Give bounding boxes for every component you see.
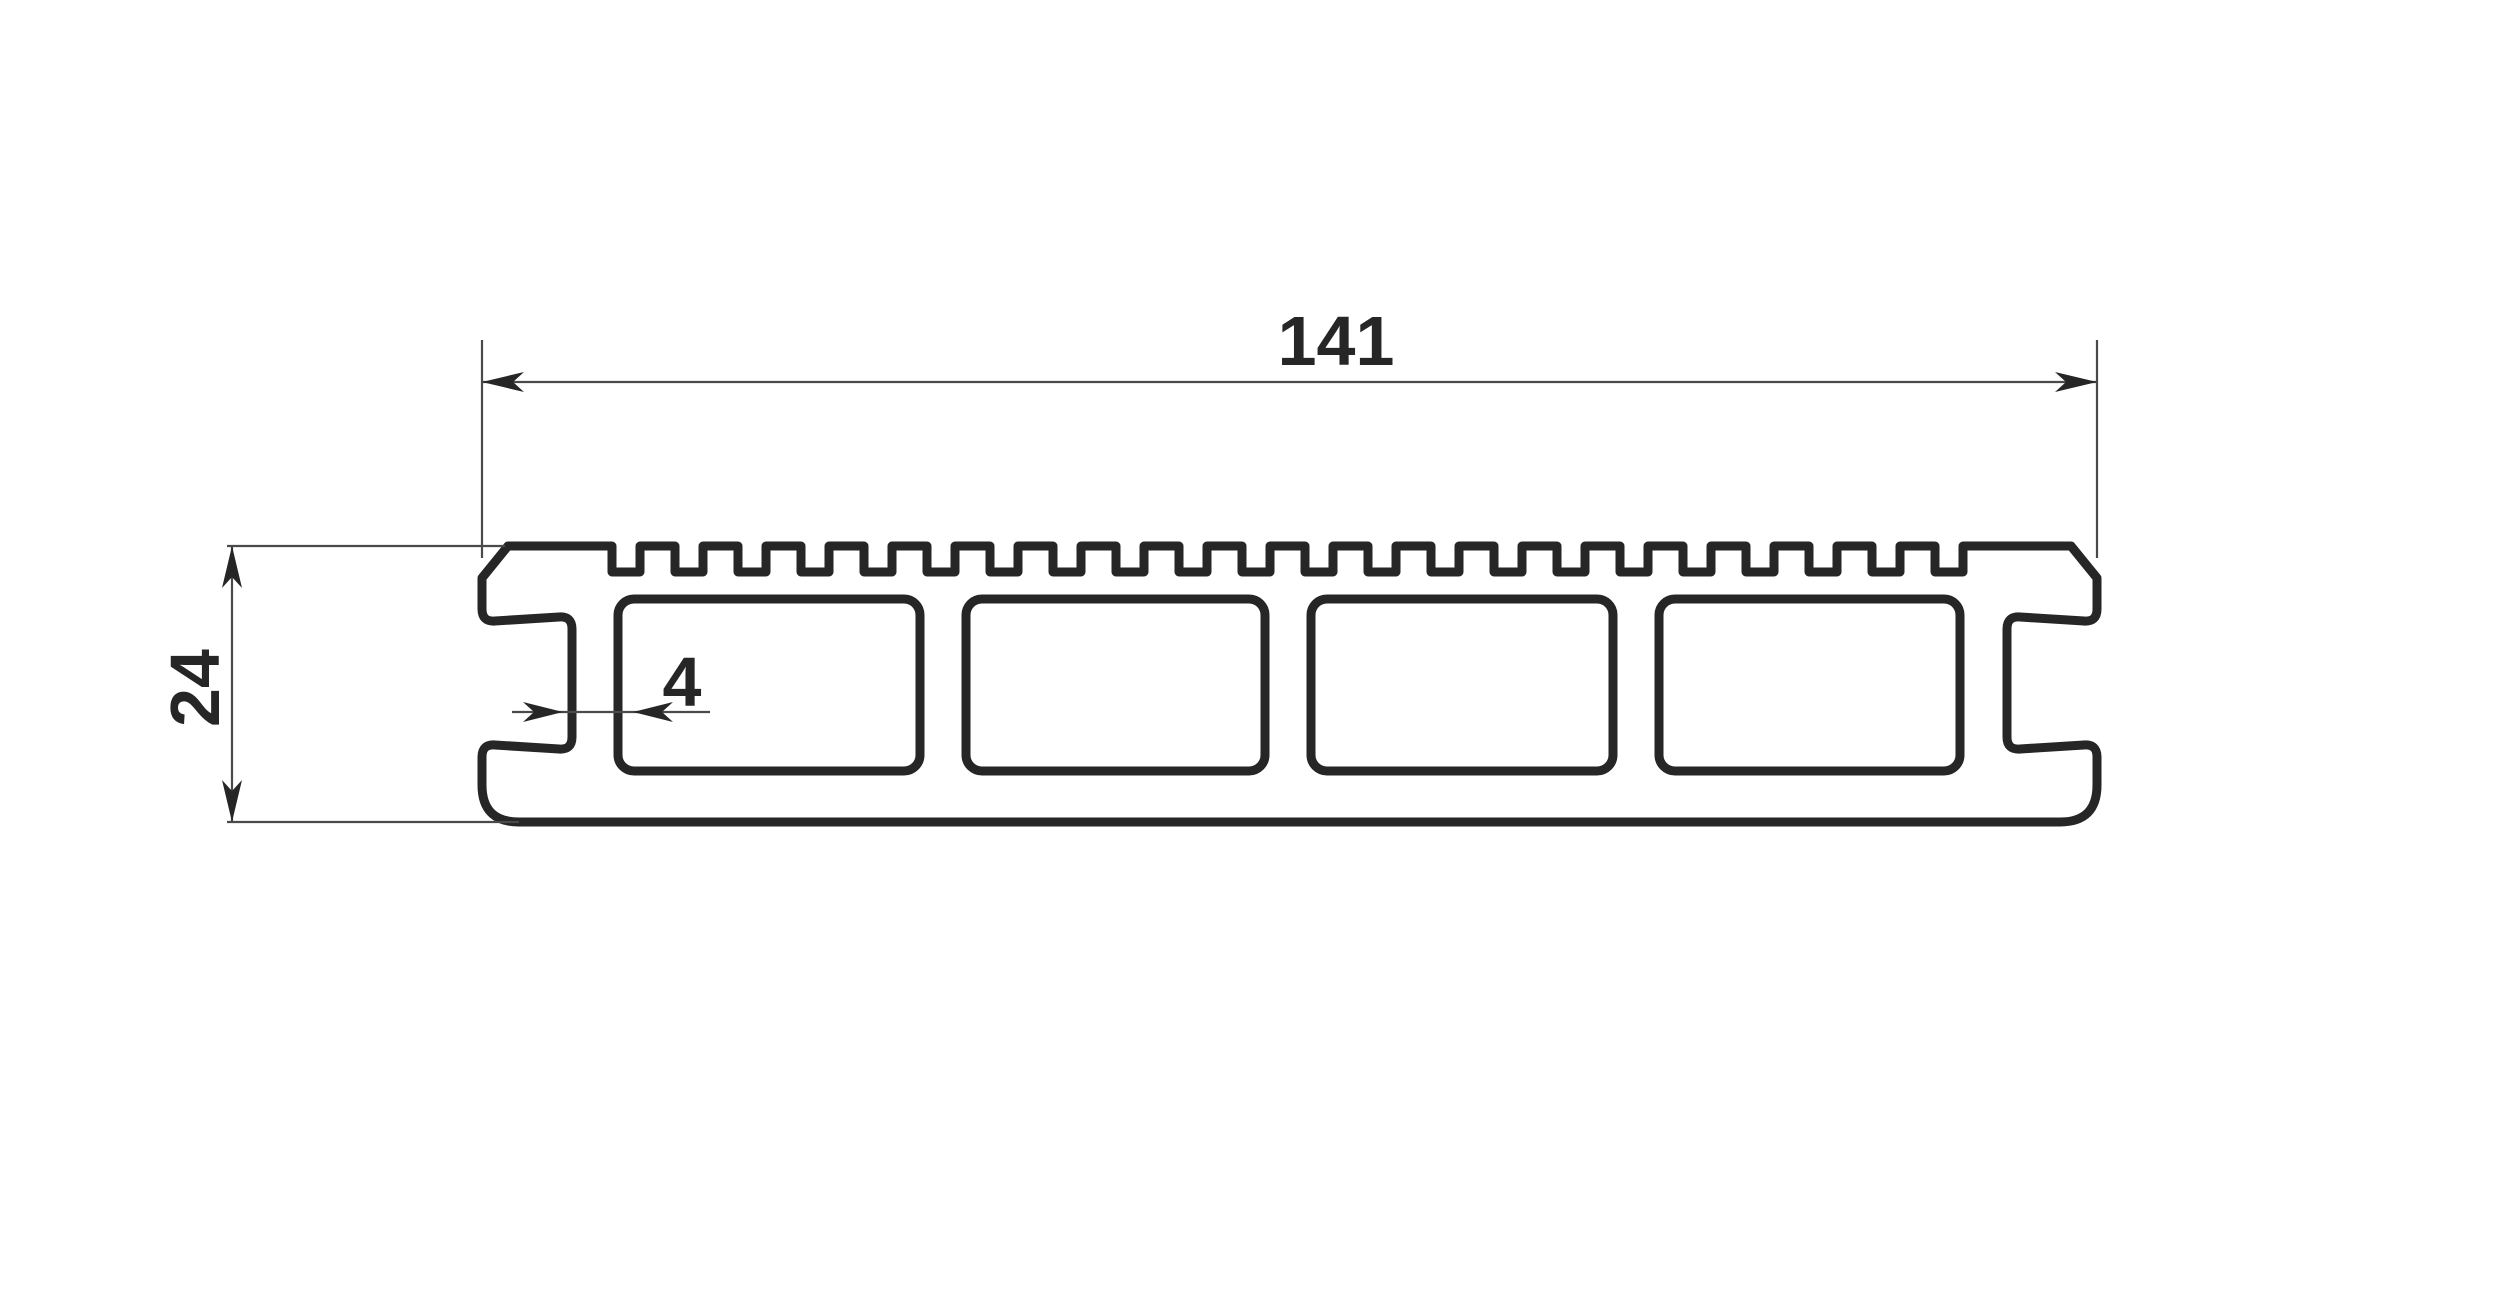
overall-height-label: 24 bbox=[156, 649, 234, 727]
dimension-lines bbox=[227, 340, 2099, 824]
dimension-labels: 141 24 4 bbox=[156, 302, 1394, 727]
dimension-arrowheads bbox=[222, 372, 2097, 822]
hollow-chamber-2 bbox=[961, 594, 1270, 776]
overall-width-label: 141 bbox=[1278, 302, 1395, 380]
hollow-chamber-4 bbox=[1654, 594, 1965, 776]
web-arrow-left-icon bbox=[523, 702, 563, 722]
web-thickness-label: 4 bbox=[663, 643, 702, 721]
hollow-chamber-1 bbox=[613, 594, 925, 776]
height-arrow-top-icon bbox=[222, 546, 242, 588]
height-arrow-bottom-icon bbox=[222, 780, 242, 822]
web-arrow-right-icon bbox=[633, 702, 673, 722]
hollow-chamber-3 bbox=[1306, 594, 1618, 776]
width-arrow-right-icon bbox=[2055, 372, 2097, 392]
width-arrow-left-icon bbox=[482, 372, 524, 392]
board-profile bbox=[477, 541, 2102, 827]
